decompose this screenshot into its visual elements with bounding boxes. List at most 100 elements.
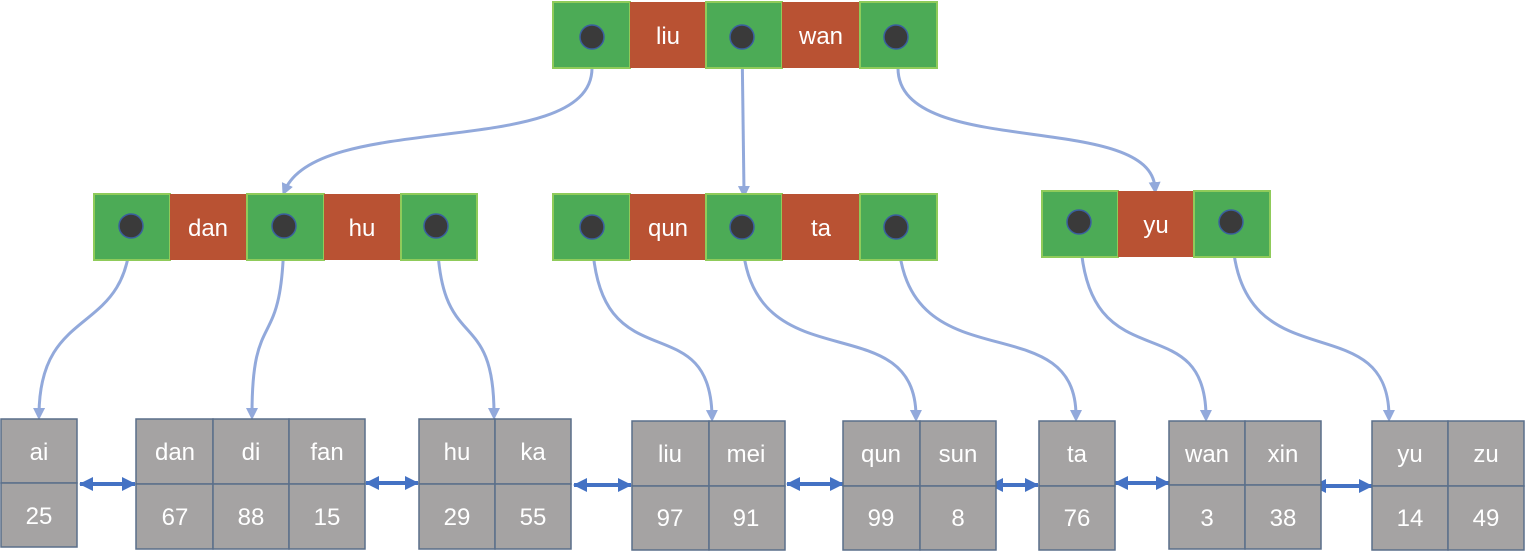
pointer-dot xyxy=(271,213,297,239)
leaf-cell xyxy=(0,482,78,548)
edge-to-leaf-2 xyxy=(435,225,500,420)
pointer-dot xyxy=(579,24,605,50)
leaf-7-value-1: 49 xyxy=(1473,505,1500,532)
internal-0-key-1: hu xyxy=(349,215,376,242)
sibling-links xyxy=(79,476,1373,493)
internal-1-key-1: ta xyxy=(811,215,832,242)
internal-1-key-cell-0 xyxy=(630,194,706,260)
leaf-cell xyxy=(631,485,710,551)
leaf-cell xyxy=(212,483,290,550)
leaf-cell xyxy=(135,418,214,485)
leaf-1-key-0: dan xyxy=(155,439,195,466)
root-key-cell-0 xyxy=(630,2,706,68)
leaf-4-value-0: 99 xyxy=(868,505,895,532)
edge-to-leaf-3 xyxy=(590,227,718,422)
leaf-4-key-1: sun xyxy=(939,441,978,468)
internal-0-key-cell-1 xyxy=(324,194,401,260)
internal-2-key-cell-0 xyxy=(1118,191,1194,257)
internal-0-key-0: dan xyxy=(188,215,228,242)
leaf-cell xyxy=(1447,420,1525,487)
leaf-cell xyxy=(708,485,786,551)
leaf-5-value-0: 76 xyxy=(1064,505,1091,532)
leaf-4-key-0: qun xyxy=(861,441,901,468)
leaf-3-key-1: mei xyxy=(727,441,766,468)
leaf-cell xyxy=(1371,420,1449,487)
leaf-2-key-1: ka xyxy=(520,439,546,466)
pointer-dot xyxy=(1066,209,1092,235)
edge-to-leaf-4 xyxy=(740,227,922,422)
leaf-cell xyxy=(418,483,496,550)
pointer-dot xyxy=(883,24,909,50)
leaf-1-key-1: di xyxy=(242,439,261,466)
internal-0-pointer-0 xyxy=(93,193,171,261)
leaf-6-value-1: 38 xyxy=(1270,505,1297,532)
pointer-dot xyxy=(729,214,755,240)
leaf-node-4: qun sun 99 8 xyxy=(842,420,997,551)
leaf-cell xyxy=(1447,485,1525,551)
leaf-7-value-0: 14 xyxy=(1397,505,1424,532)
leaf-cell xyxy=(418,418,496,485)
leaf-cell xyxy=(1244,420,1322,486)
leaf-3-value-1: 91 xyxy=(733,505,760,532)
leaf-7-key-1: zu xyxy=(1473,441,1498,468)
edge-to-leaf-5 xyxy=(896,227,1082,422)
leaf-node-5: ta 76 xyxy=(1038,420,1116,551)
leaf-cell xyxy=(288,483,366,550)
leaf-2-value-1: 55 xyxy=(520,504,547,531)
edge-to-leaf-0 xyxy=(33,225,133,420)
internal-node-0: dan hu xyxy=(93,193,478,261)
root-key-1: wan xyxy=(798,23,843,50)
leaf-4-value-1: 8 xyxy=(951,505,964,532)
leaf-1-value-2: 15 xyxy=(314,504,341,531)
internal-0-key-cell-0 xyxy=(170,194,247,260)
leaf-cell xyxy=(842,420,921,487)
edge-to-leaf-7 xyxy=(1230,223,1395,422)
pointer-dot xyxy=(423,213,449,239)
leaf-0-key-0: ai xyxy=(30,439,49,466)
leaf-6-key-0: wan xyxy=(1184,441,1229,468)
internal-node-2: yu xyxy=(1041,190,1271,258)
pointer-dot xyxy=(579,214,605,240)
leaf-1-key-2: fan xyxy=(310,439,343,466)
leaf-node-2: hu ka 29 55 xyxy=(418,418,572,550)
pointer-dot xyxy=(1218,209,1244,235)
internal-edges xyxy=(33,223,1395,422)
leaf-cell xyxy=(1371,485,1449,551)
root-node: liu wan xyxy=(552,1,938,69)
root-pointer-2 xyxy=(859,1,938,69)
internal-node-1: qun ta xyxy=(552,193,938,261)
leaf-cell xyxy=(1244,484,1322,550)
leaf-cell xyxy=(919,485,997,551)
leaf-1-value-1: 88 xyxy=(238,504,265,531)
pointer-dot xyxy=(729,24,755,50)
pointer-dot xyxy=(118,213,144,239)
leaf-5-key-0: ta xyxy=(1067,441,1088,468)
leaf-6-value-0: 3 xyxy=(1200,505,1213,532)
internal-1-key-0: qun xyxy=(648,215,688,242)
leaf-cell xyxy=(842,485,921,551)
internal-1-key-cell-1 xyxy=(782,194,860,260)
internal-2-key-0: yu xyxy=(1143,212,1168,239)
leaf-0-value-0: 25 xyxy=(26,503,53,530)
root-key-0: liu xyxy=(656,23,680,50)
leaf-node-0: ai 25 xyxy=(0,418,78,548)
leaf-3-value-0: 97 xyxy=(657,505,684,532)
leaf-2-value-0: 29 xyxy=(444,504,471,531)
edge-root-to-internal-2 xyxy=(896,67,1161,194)
leaf-cell xyxy=(494,483,572,550)
leaf-cell xyxy=(1168,420,1246,486)
edge-to-leaf-6 xyxy=(1078,223,1212,422)
leaf-cell xyxy=(494,418,572,485)
edge-root-to-internal-0 xyxy=(281,67,594,196)
leaf-cell xyxy=(1038,485,1116,551)
leaf-node-1: dan di fan 67 88 15 xyxy=(135,418,366,550)
pointer-dot xyxy=(883,214,909,240)
leaf-node-3: liu mei 97 91 xyxy=(631,420,786,551)
root-key-cell-1 xyxy=(782,2,860,68)
leaf-6-key-1: xin xyxy=(1268,441,1299,468)
leaf-cell xyxy=(0,418,78,484)
leaf-cell xyxy=(1168,484,1246,550)
leaf-node-7: yu zu 14 49 xyxy=(1371,420,1525,551)
leaf-7-key-0: yu xyxy=(1397,441,1422,468)
